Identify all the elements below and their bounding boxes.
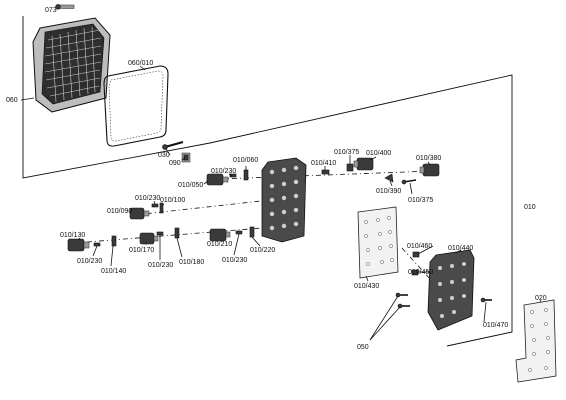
spring-010-410-icon xyxy=(321,169,330,175)
valve-010-220-icon xyxy=(249,226,255,238)
solenoid-010-090-icon xyxy=(129,207,150,220)
label-010-470: 010/470 xyxy=(483,322,508,329)
label-073: 073 xyxy=(45,7,57,14)
label-010-180: 010/180 xyxy=(179,259,204,266)
label-010-375-a: 010/375 xyxy=(334,149,359,156)
frame-060-group xyxy=(22,16,211,179)
solenoid-010-210-icon xyxy=(209,228,231,242)
label-010-230-a: 010/230 xyxy=(211,168,236,175)
plug-010-460-icon xyxy=(412,251,420,258)
label-010-230-c: 010/230 xyxy=(77,258,102,265)
solenoid-010-130-icon xyxy=(67,238,90,252)
label-010-380: 010/380 xyxy=(416,155,441,162)
label-010-375-b: 010/375 xyxy=(408,197,433,204)
label-060-010: 060/010 xyxy=(128,60,153,67)
pin-010-230-b-icon xyxy=(151,203,159,208)
label-010-230-e: 010/230 xyxy=(222,257,247,264)
valve-010-180-icon xyxy=(174,227,180,239)
label-010-460: 010/460 xyxy=(407,243,432,250)
label-010-410: 010/410 xyxy=(311,160,336,167)
label-010: 010 xyxy=(524,204,536,211)
pin-010-230-d-icon xyxy=(156,231,164,236)
label-010-140: 010/140 xyxy=(101,268,126,275)
label-010-050: 010/050 xyxy=(178,182,203,189)
separator-plate-010-430-icon xyxy=(357,206,399,279)
label-050: 050 xyxy=(357,344,369,351)
pin-010-230-c-icon xyxy=(93,242,101,247)
label-010-210: 010/210 xyxy=(207,241,232,248)
label-010-230-d: 010/230 xyxy=(148,262,173,269)
label-010-090: 010/090 xyxy=(107,208,132,215)
clip-090-icon xyxy=(181,152,191,163)
bolt-010-470-icon xyxy=(480,297,492,303)
solenoid-010-400-icon xyxy=(353,157,374,171)
valve-body-010-440-icon xyxy=(427,249,475,331)
gasket-060-010-icon xyxy=(103,65,169,147)
solenoid-010-050-icon xyxy=(206,173,229,186)
valve-010-140-icon xyxy=(111,235,117,247)
label-010-390: 010/390 xyxy=(376,188,401,195)
label-010-100: 010/100 xyxy=(160,197,185,204)
oil-pan-060-icon xyxy=(32,17,111,113)
frame-010-group xyxy=(209,74,513,347)
pin-010-230-a-icon xyxy=(229,173,237,178)
bolt-073-icon xyxy=(55,4,75,10)
label-030: 030 xyxy=(158,152,170,159)
bolt-010-375-b-icon xyxy=(401,179,417,185)
label-010-450: 010/450 xyxy=(408,269,433,276)
plate-020-icon xyxy=(515,299,557,383)
screw-050-b-icon xyxy=(397,303,410,309)
plug-010-375-a-icon xyxy=(346,163,354,172)
label-010-400: 010/400 xyxy=(366,150,391,157)
label-010-060: 010/060 xyxy=(233,157,258,164)
label-010-440: 010/440 xyxy=(448,245,473,252)
valve-010-060-icon xyxy=(243,169,249,181)
plug-010-450-icon xyxy=(411,269,419,276)
valve-body-010-icon xyxy=(261,157,307,243)
valve-010-100-icon xyxy=(159,202,164,214)
label-010-220: 010/220 xyxy=(250,247,275,254)
label-010-170: 010/170 xyxy=(129,247,154,254)
label-010-430: 010/430 xyxy=(354,283,379,290)
bolt-030-icon xyxy=(162,141,184,150)
leader-lines xyxy=(20,65,542,341)
label-010-130: 010/130 xyxy=(60,232,85,239)
solenoid-010-170-icon xyxy=(139,232,159,245)
solenoid-010-380-icon xyxy=(419,163,440,177)
clip-010-390-icon xyxy=(384,173,394,183)
label-060: 060 xyxy=(6,97,18,104)
label-020: 020 xyxy=(535,295,547,302)
label-010-230-b: 010/230 xyxy=(135,195,160,202)
pin-010-230-e-icon xyxy=(235,230,243,235)
screw-050-a-icon xyxy=(395,292,408,298)
label-090: 090 xyxy=(169,160,181,167)
